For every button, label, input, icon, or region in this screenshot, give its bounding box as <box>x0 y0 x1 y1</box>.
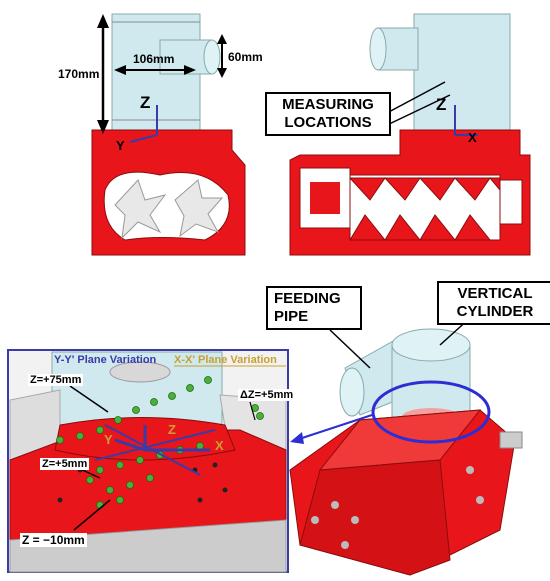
tl-dim-width-label: 106mm <box>133 52 174 66</box>
bottom-right-view <box>289 317 523 576</box>
tr-axis-z-label: Z <box>436 95 446 114</box>
measuring-locations-line2: LOCATIONS <box>284 114 372 131</box>
measuring-locations-line1: MEASURING <box>282 96 374 113</box>
tl-axis-y-line <box>129 134 158 143</box>
vertical-cylinder-box: VERTICAL CYLINDER <box>437 281 550 325</box>
z-plus5-label: Z=+5mm <box>40 458 90 470</box>
tl-dim-height-label: 170mm <box>58 67 99 81</box>
z-plus75-label: Z=+75mm <box>28 374 84 386</box>
vertical-cylinder-line1: VERTICAL <box>457 285 533 302</box>
feeding-pipe-line2: PIPE <box>274 308 309 325</box>
inset-yy-variation-label: Y-Y' Plane Variation <box>54 354 157 366</box>
tr-cylinder <box>413 13 511 133</box>
br-highlight-ellipse <box>371 380 491 444</box>
tr-axis-x-label: X <box>468 130 477 145</box>
inset-holes <box>57 462 228 503</box>
tl-dim-pipe-label: 60mm <box>228 50 263 64</box>
delta-z-label: ΔZ=+5mm <box>238 389 296 401</box>
top-left-view: 170mm 106mm 60mm Z Y <box>58 13 263 256</box>
tl-axis-y-label: Y <box>116 138 125 153</box>
z-minus10-label: Z = −10mm <box>20 533 87 547</box>
inset-axis-y-label: Y <box>104 432 113 447</box>
inset-axis-z-label: Z <box>168 422 176 437</box>
tl-axis-z-label: Z <box>140 93 150 112</box>
measuring-locations-box: MEASURING LOCATIONS <box>265 92 391 136</box>
br-link-arrow <box>295 414 373 441</box>
feeding-pipe-box: FEEDING PIPE <box>266 286 362 330</box>
feeding-pipe-line1: FEEDING <box>274 290 341 307</box>
vertical-cylinder-line2: CYLINDER <box>456 303 534 320</box>
inset-axis-x-label: X <box>215 438 224 453</box>
top-right-view: Z X <box>289 13 531 256</box>
inset-xx-variation-label: X-X' Plane Variation <box>174 354 277 366</box>
